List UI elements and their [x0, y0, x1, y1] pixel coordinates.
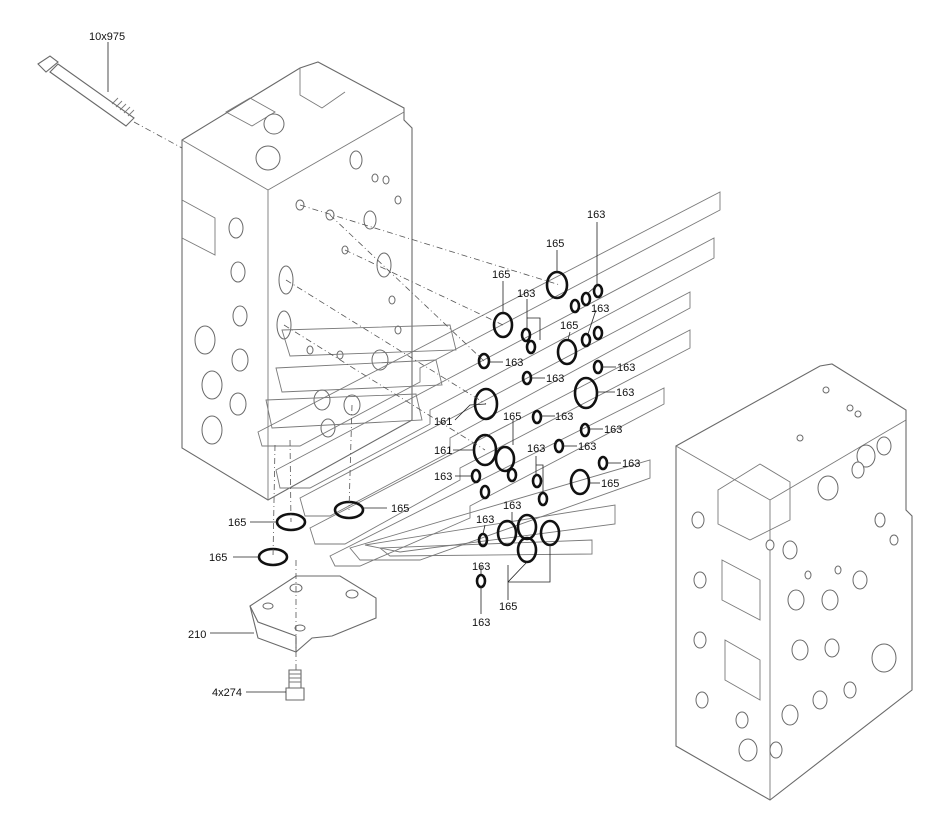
part-labels: 10x975 4x274 210 165 165 163 163 163 165… [89, 31, 640, 699]
o-ring-163 [475, 573, 487, 589]
o-ring-163 [569, 298, 581, 314]
o-ring-163 [506, 467, 518, 483]
o-ring-163 [592, 283, 604, 299]
o-ring-163 [592, 359, 604, 375]
label-163: 163 [546, 373, 564, 385]
label-163: 163 [434, 471, 452, 483]
label-163: 163 [503, 500, 521, 512]
label-161: 161 [434, 445, 452, 457]
label-163: 163 [617, 362, 635, 374]
o-ring-165 [333, 500, 365, 520]
o-ring-165 [496, 519, 518, 547]
right-valve-block [675, 363, 913, 801]
o-ring-165 [494, 445, 516, 473]
label-165: 165 [503, 411, 521, 423]
label-plate: 210 [188, 629, 206, 641]
label-bolt: 10x975 [89, 31, 125, 43]
cover-plate [249, 560, 377, 700]
label-screw: 4x274 [212, 687, 242, 699]
label-165: 165 [560, 320, 578, 332]
label-163: 163 [555, 411, 573, 423]
o-ring-163 [537, 491, 549, 507]
left-valve-block [181, 61, 413, 501]
label-163: 163 [587, 209, 605, 221]
o-ring-165 [545, 270, 569, 300]
cap-screw [285, 669, 305, 701]
o-ring-163 [553, 438, 565, 454]
label-165: 165 [601, 478, 619, 490]
o-ring-163 [525, 339, 537, 355]
label-161: 161 [434, 416, 452, 428]
label-165: 165 [209, 552, 227, 564]
assembly-lines [272, 204, 561, 558]
label-163: 163 [622, 458, 640, 470]
label-163: 163 [527, 443, 545, 455]
label-163: 163 [578, 441, 596, 453]
label-163: 163 [604, 424, 622, 436]
o-ring-163 [520, 327, 532, 343]
label-163: 163 [472, 561, 490, 573]
o-ring-163 [479, 484, 491, 500]
o-ring-163 [597, 455, 609, 471]
label-163: 163 [591, 303, 609, 315]
o-ring-165 [516, 536, 538, 564]
o-ring-165 [556, 338, 578, 366]
o-ring-163 [531, 409, 543, 425]
label-165: 165 [546, 238, 564, 250]
tie-bolt [37, 55, 183, 149]
o-ring-163 [580, 332, 592, 348]
label-163: 163 [517, 288, 535, 300]
o-ring-165 [573, 376, 599, 410]
label-165: 165 [228, 517, 246, 529]
o-ring-165 [569, 468, 591, 496]
label-165: 165 [492, 269, 510, 281]
o-ring-161 [473, 387, 499, 421]
label-163: 163 [616, 387, 634, 399]
o-ring-163 [470, 468, 482, 484]
o-ring-163 [531, 473, 543, 489]
label-163: 163 [472, 617, 490, 629]
label-163: 163 [476, 514, 494, 526]
leader-lines [107, 42, 621, 693]
o-ring-163 [580, 291, 592, 307]
label-163: 163 [505, 357, 523, 369]
o-ring-163 [477, 352, 491, 370]
o-ring-163 [579, 422, 591, 438]
label-165: 165 [499, 601, 517, 613]
o-rings [257, 270, 609, 589]
o-ring-163 [592, 325, 604, 341]
label-165: 165 [391, 503, 409, 515]
